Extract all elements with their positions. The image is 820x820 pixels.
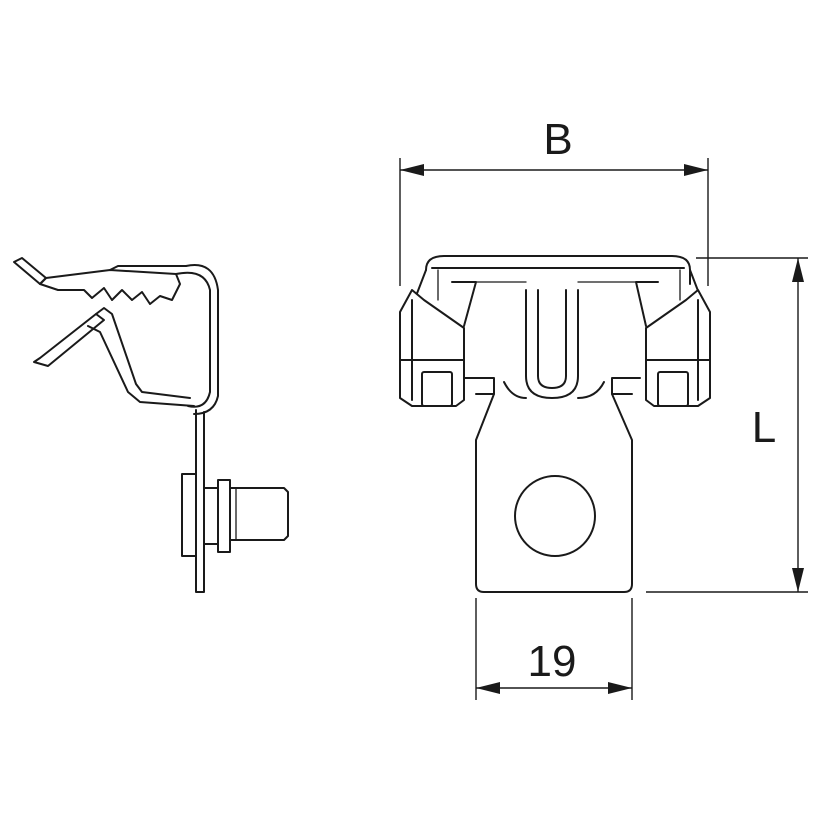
- dimension-base-19: 19: [475, 598, 633, 700]
- right-jaw-block: [645, 289, 711, 407]
- dimension-length-l: L: [646, 257, 808, 593]
- length-label: L: [752, 403, 776, 452]
- base-width-label: 19: [528, 637, 577, 686]
- front-view-clip: [399, 255, 711, 593]
- inner-arms: [451, 281, 659, 327]
- upper-jaw: [13, 257, 187, 305]
- side-hooks: [463, 377, 641, 395]
- mounting-plate: [195, 409, 205, 593]
- mounting-tab: [475, 381, 633, 593]
- spring-body: [175, 264, 219, 415]
- top-flange: [415, 255, 701, 301]
- left-jaw-block: [399, 289, 465, 407]
- lower-jaw: [33, 307, 195, 407]
- mounting-hole: [514, 475, 596, 557]
- threaded-stud: [181, 473, 289, 557]
- side-view-clip: [13, 257, 289, 593]
- center-slot: [525, 289, 579, 399]
- width-label: B: [543, 115, 572, 164]
- dimension-width-b: B: [399, 115, 709, 286]
